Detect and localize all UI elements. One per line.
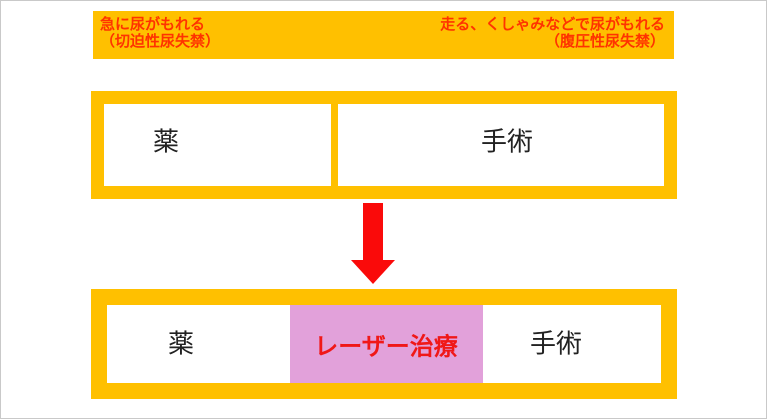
medicine-after-label: 薬 xyxy=(167,329,195,360)
incontinence-types-banner: 急に尿がもれる （切迫性尿失禁） 走る、くしゃみなどで尿がもれる （腹圧性尿失禁… xyxy=(93,11,674,59)
stress-incontinence-line1: 走る、くしゃみなどで尿がもれる xyxy=(440,15,665,33)
treatments-before-box xyxy=(91,91,677,199)
laser-treatment-highlight xyxy=(290,305,483,383)
treatments-after-box xyxy=(91,289,677,399)
stress-incontinence-label: 走る、くしゃみなどで尿がもれる （腹圧性尿失禁） xyxy=(440,16,665,59)
surgery-label: 手術 xyxy=(480,127,534,158)
laser-treatment-label: レーザー治療 xyxy=(314,332,458,361)
urge-incontinence-line1: 急に尿がもれる xyxy=(100,15,206,33)
medicine-cell xyxy=(104,104,331,186)
medicine-label: 薬 xyxy=(152,127,180,158)
down-arrow-icon xyxy=(351,203,395,284)
surgery-after-label: 手術 xyxy=(529,329,583,360)
urge-incontinence-label: 急に尿がもれる （切迫性尿失禁） xyxy=(100,16,220,59)
urge-incontinence-line2: （切迫性尿失禁） xyxy=(100,32,221,50)
surgery-cell xyxy=(338,104,664,186)
stress-incontinence-line2: （腹圧性尿失禁） xyxy=(544,32,665,50)
